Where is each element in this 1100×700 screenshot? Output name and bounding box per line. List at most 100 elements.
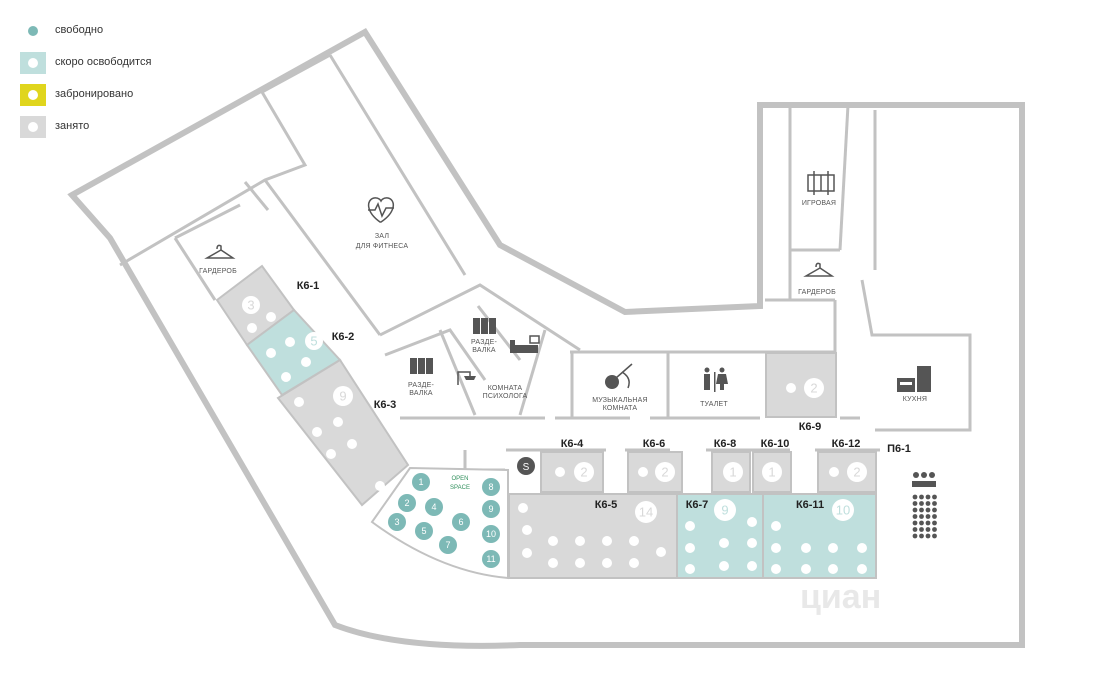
locker-room-b[interactable]: РАЗДЕ- ВАЛКА	[471, 318, 497, 354]
seat-grid	[912, 494, 937, 539]
room-k6-8-label: К6-8	[714, 438, 737, 450]
guitar-icon	[605, 363, 633, 389]
p61-seat-dot	[912, 514, 918, 519]
p61-seat-dot	[912, 527, 918, 532]
room-k6-11-label: К6-11	[796, 499, 824, 511]
kitchen[interactable]: КУХНЯ	[897, 366, 931, 403]
p61-seat-dot	[925, 520, 931, 526]
music-label-2: КОМНАТА	[603, 405, 638, 412]
p61-seat-dot	[932, 501, 937, 506]
openspace-seat[interactable]	[439, 536, 457, 554]
music-room[interactable]: МУЗЫКАЛЬНАЯ КОМНАТА	[592, 363, 648, 412]
kitchen-label: КУХНЯ	[903, 396, 927, 403]
openspace-seat[interactable]	[415, 522, 433, 540]
legend-booked-swatch	[20, 84, 46, 106]
openspace-seat[interactable]	[388, 513, 406, 531]
room-k6-6-seats: 2	[661, 465, 668, 480]
room-k6-11-seats: 10	[836, 503, 850, 518]
music-label-1: МУЗЫКАЛЬНАЯ	[592, 397, 648, 404]
room-k6-9-label: К6-9	[799, 421, 822, 433]
openspace-seat[interactable]	[482, 550, 500, 568]
p61-seat-dot	[919, 520, 924, 526]
room-p6-1[interactable]: П6-1	[887, 443, 937, 539]
room-k6-6[interactable]: 2 К6-6	[627, 438, 683, 493]
p61-seat-dot	[912, 533, 918, 539]
wardrobe-left-label: ГАРДЕРОБ	[199, 268, 237, 275]
wardrobe-right[interactable]: ГАРДЕРОБ	[798, 262, 836, 296]
room-p6-1-label: П6-1	[887, 443, 911, 455]
p61-seat-dot	[919, 533, 924, 539]
openspace-seat[interactable]	[482, 478, 500, 496]
room-k6-11[interactable]: 10 К6-11	[762, 493, 877, 579]
openspace-seat[interactable]	[482, 525, 500, 543]
p61-seat-dot	[932, 507, 937, 513]
p61-seat-dot	[932, 527, 937, 532]
interior-walls	[119, 53, 972, 472]
openspace-seat-number: 2	[404, 498, 409, 508]
fitness-label-1: ЗАЛ	[375, 233, 389, 240]
locker-icon	[410, 358, 433, 374]
legend-free-swatch	[20, 20, 46, 42]
room-k6-9[interactable]: 2 К6-9	[765, 352, 837, 433]
openspace-seat[interactable]	[482, 500, 500, 518]
room-k6-6-label: К6-6	[643, 438, 666, 450]
openspace-seat[interactable]	[412, 473, 430, 491]
openspace-seat-number: 1	[418, 477, 423, 487]
couch-icon	[510, 335, 540, 353]
p61-seat-dot	[919, 507, 924, 513]
room-k6-2-label: К6-2	[332, 331, 355, 343]
room-k6-3[interactable]: 9 К6-3	[276, 358, 410, 507]
room-k6-12[interactable]: 2 К6-12	[817, 438, 877, 493]
room-k6-12-label: К6-12	[832, 438, 861, 450]
legend-booked-label: забронировано	[55, 88, 134, 100]
room-k6-12-seats: 2	[853, 465, 860, 480]
room-k6-8-seats: 1	[729, 465, 736, 480]
game-room[interactable]: ИГРОВАЯ	[802, 171, 836, 207]
fitness-room[interactable]: ЗАЛ ДЛЯ ФИТНЕСА	[356, 197, 409, 250]
p61-seat-dot	[932, 520, 937, 526]
room-k6-3-label: К6-3	[374, 399, 397, 411]
openspace-seat[interactable]	[398, 494, 416, 512]
p61-seat-dot	[932, 494, 937, 500]
p61-seat-dot	[919, 527, 924, 532]
room-k6-10[interactable]: 1 К6-10	[752, 438, 792, 493]
wardrobe-right-label: ГАРДЕРОБ	[798, 289, 836, 296]
p61-seat-dot	[925, 514, 931, 519]
p61-seat-dot	[919, 514, 924, 519]
room-k6-1-seats: 3	[247, 298, 254, 313]
psychologist-room[interactable]: КОМНАТА ПСИХОЛОГА	[483, 335, 540, 400]
openspace-seat[interactable]	[425, 498, 443, 516]
room-k6-7[interactable]: 9 К6-7	[676, 493, 764, 579]
openspace-seat-number: 5	[421, 526, 426, 536]
meeting-icon	[912, 472, 936, 487]
wardrobe-left[interactable]: ГАРДЕРОБ	[199, 244, 237, 275]
room-k6-7-seats: 9	[721, 503, 728, 518]
toilet-icon	[704, 367, 728, 392]
toilet-room[interactable]: ТУАЛЕТ	[700, 367, 728, 409]
room-k6-4[interactable]: 2 К6-4	[540, 438, 604, 493]
p61-seat-dot	[925, 494, 931, 500]
room-k6-5[interactable]: 14 К6-5	[508, 493, 678, 579]
kitchen-icon	[897, 366, 931, 392]
legend-busy-swatch	[20, 116, 46, 138]
locker-b-label-1: РАЗДЕ-	[471, 339, 497, 346]
room-k6-1-label: К6-1	[297, 280, 320, 292]
outer-wall	[67, 28, 1025, 649]
openspace-seat[interactable]	[452, 513, 470, 531]
room-k6-10-seats: 1	[768, 465, 775, 480]
hanger-icon	[803, 262, 835, 277]
openspace-label-1: OPEN	[451, 476, 468, 482]
room-k6-8[interactable]: 1 К6-8	[711, 438, 751, 493]
watermark: циан	[800, 578, 881, 616]
locker-room-a[interactable]: РАЗДЕ- ВАЛКА	[408, 358, 434, 397]
openspace-seat-number: 6	[458, 517, 463, 527]
psych-label-2: ПСИХОЛОГА	[483, 393, 528, 400]
openspace-seat-number: 3	[394, 517, 399, 527]
room-k6-3-seats: 9	[339, 389, 346, 404]
openspace-seat-number: 7	[445, 540, 450, 550]
legend-busy-label: занято	[55, 120, 90, 132]
p61-seat-dot	[925, 527, 931, 532]
p61-seat-dot	[919, 501, 924, 506]
